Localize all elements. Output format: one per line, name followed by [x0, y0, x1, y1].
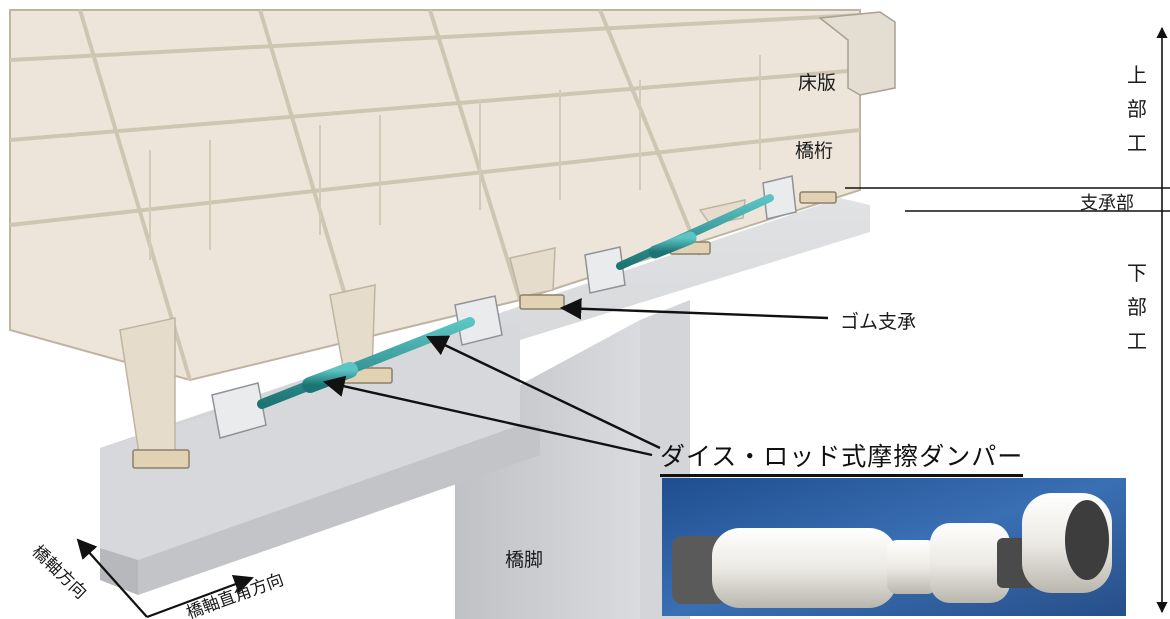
- arrow-damper-right: [426, 335, 661, 450]
- arrow-longitudinal: [76, 538, 148, 618]
- leader-lines: [322, 297, 829, 457]
- side-scale: [845, 26, 1170, 614]
- arrow-rubber-bearing: [559, 297, 829, 320]
- arrow-damper-left: [322, 375, 653, 457]
- label-pier: 橋脚: [505, 549, 544, 571]
- label-girder: 橋桁: [795, 140, 834, 162]
- direction-arrows: [76, 538, 254, 619]
- label-deck-slab: 床版: [798, 72, 837, 94]
- superstructure-char: 部: [1127, 97, 1147, 121]
- arrow-transverse: [146, 574, 254, 619]
- girder-stiffeners: [149, 55, 761, 260]
- pier-cap: [100, 198, 870, 595]
- substructure-char: 下: [1127, 261, 1147, 285]
- girder-system: [9, 9, 861, 382]
- label-rubber-bearing: ゴム支承: [840, 311, 917, 333]
- substructure-char: 部: [1127, 295, 1147, 319]
- label-bearing-section: 支承部: [1080, 193, 1134, 214]
- substructure-char: 工: [1127, 329, 1147, 353]
- label-substructure: 下 部 工: [1126, 256, 1148, 358]
- damper-photo-cylinder: [672, 493, 1112, 608]
- superstructure-char: 工: [1127, 131, 1147, 155]
- damper-brackets: [211, 175, 797, 439]
- label-damper-title: ダイス・ロッド式摩擦ダンパー: [660, 437, 1024, 477]
- damper-photo: [662, 478, 1126, 616]
- label-superstructure: 上 部 工: [1126, 58, 1148, 160]
- rubber-bearings: [132, 191, 837, 469]
- superstructure-char: 上: [1127, 63, 1147, 87]
- deck-slab-edge: [818, 11, 896, 96]
